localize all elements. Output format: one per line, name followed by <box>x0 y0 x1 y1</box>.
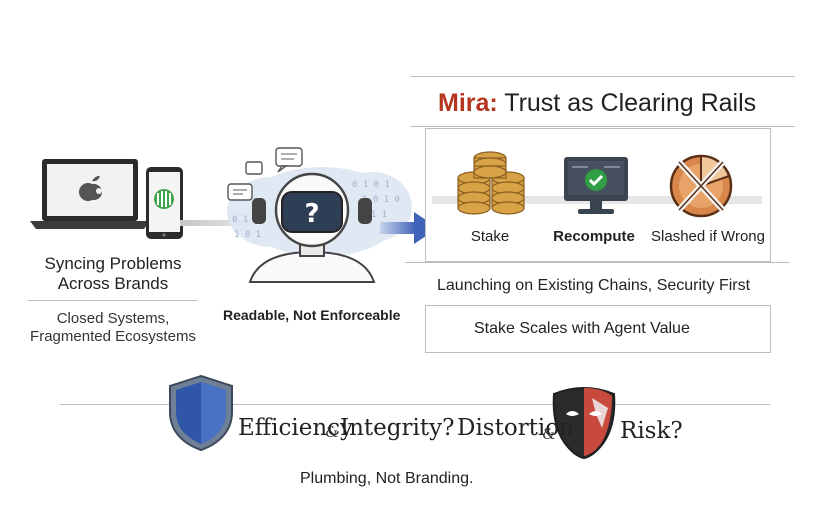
slashed-pie-icon <box>665 152 737 220</box>
devices-illustration <box>28 155 198 245</box>
laptop-icon <box>30 159 150 229</box>
distortion-text: Distortion <box>457 415 574 441</box>
mask-icon <box>546 384 622 460</box>
ampersand-2: & <box>542 425 556 443</box>
step-recompute-label: Recompute <box>553 228 635 245</box>
scale-text: Stake Scales with Agent Value <box>474 320 690 337</box>
svg-text:1 0 1 0: 1 0 1 0 <box>362 195 400 205</box>
apple-logo-icon <box>79 175 102 201</box>
svg-text:1 0 1: 1 0 1 <box>234 230 261 240</box>
launch-line-top <box>405 262 790 263</box>
mira-title-rest: Trust as Clearing Rails <box>497 89 757 117</box>
right-top-line <box>410 76 795 77</box>
phone-icon <box>146 167 183 239</box>
coin-stack-icon <box>452 148 532 218</box>
integrity-text: Integrity? <box>340 415 455 441</box>
robot-caption: Readable, Not Enforceable <box>223 307 401 323</box>
right-title-underline <box>410 126 795 127</box>
risk-text: Risk? <box>620 418 683 444</box>
monitor-check-icon <box>560 155 632 217</box>
launch-text: Launching on Existing Chains, Security F… <box>437 277 751 294</box>
ampersand-1: & <box>325 423 339 441</box>
left-subtitle-line2: Fragmented Ecosystems <box>30 328 196 345</box>
left-title-line2: Across Brands <box>57 274 169 293</box>
svg-text:0 1 1: 0 1 1 <box>360 210 387 220</box>
svg-text:0 1 0 1: 0 1 0 1 <box>352 180 390 190</box>
footer-text: Plumbing, Not Branding. <box>300 470 474 487</box>
chat-bubble-icon <box>227 147 303 201</box>
robot-icon: ? <box>248 172 376 283</box>
question-mark-icon: ? <box>304 199 319 229</box>
connector-line <box>180 220 250 226</box>
mira-brand: Mira: <box>438 89 498 117</box>
svg-text:0 1 0: 0 1 0 <box>232 215 259 225</box>
shield-icon <box>166 374 236 452</box>
left-title-line1: Syncing Problems <box>44 254 182 273</box>
step-slashed-label: Slashed if Wrong <box>651 228 765 245</box>
left-subtitle-line1: Closed Systems, <box>56 310 170 327</box>
bottom-divider <box>60 404 770 405</box>
mira-title: Mira: Trust as Clearing Rails <box>438 89 756 118</box>
scale-panel <box>425 305 771 353</box>
efficiency-text: Efficiency <box>238 415 354 441</box>
left-divider <box>28 300 198 301</box>
step-stake-label: Stake <box>470 228 510 245</box>
